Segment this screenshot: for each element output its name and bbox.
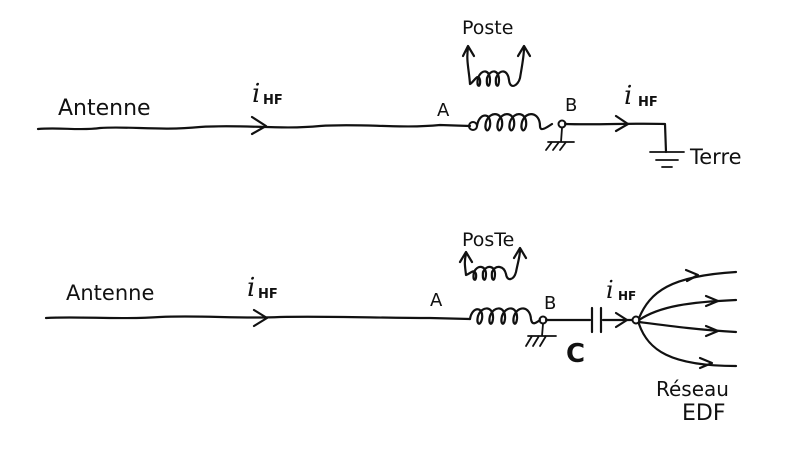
top-poste-arrow-right: [516, 44, 532, 58]
bottom-antenna-label: Antenne: [66, 281, 154, 305]
top-receiver-label: Poste: [462, 17, 513, 39]
bottom-current-sub: HF: [258, 287, 278, 302]
bottom-poste-coil: [463, 248, 522, 281]
top-ground-label: Terre: [689, 145, 742, 169]
bottom-right-arrow: [614, 311, 629, 329]
top-antenna-label: Antenne: [58, 96, 151, 121]
top-node-a-label: A: [437, 100, 450, 121]
bottom-capacitor-label: C: [566, 339, 585, 369]
bottom-current-arrow: [252, 308, 269, 328]
bottom-antenna-wire: [44, 315, 472, 321]
top-right-current-label: i: [624, 81, 632, 111]
top-earth-symbol: [649, 151, 685, 168]
top-b-ground: [545, 127, 575, 151]
bottom-node-b-label: B: [544, 293, 556, 314]
top-current-sub: HF: [263, 93, 283, 108]
top-poste-coil: [466, 46, 526, 87]
bottom-network-label-line2: EDF: [682, 401, 726, 426]
top-current-label: i: [252, 79, 260, 109]
bottom-coil: [468, 307, 542, 325]
top-circuit: [36, 44, 685, 168]
top-right-wire: [563, 122, 668, 154]
top-coil: [475, 113, 554, 132]
bottom-current-label: i: [247, 273, 255, 303]
bottom-network-lines: [637, 270, 738, 368]
bottom-node-a-label: A: [430, 290, 443, 311]
top-node-b-label: B: [565, 95, 577, 116]
bottom-receiver-label: PosTe: [462, 229, 514, 251]
bottom-circuit: [44, 246, 738, 370]
top-right-current-sub: HF: [638, 95, 658, 110]
bottom-poste-arrow-left: [458, 250, 474, 264]
bottom-capacitor: [590, 306, 603, 334]
top-right-arrow: [614, 114, 630, 133]
bottom-right-current-label: i: [606, 276, 614, 304]
bottom-b-ground: [525, 323, 557, 347]
bottom-network-arrows: [684, 268, 720, 370]
top-poste-arrow-left: [461, 44, 476, 58]
bottom-right-current-sub: HF: [618, 289, 636, 303]
top-current-arrow: [250, 115, 268, 136]
top-antenna-wire: [36, 123, 472, 131]
bottom-network-label-line1: Réseau: [656, 377, 729, 401]
bottom-poste-arrow-right: [512, 246, 528, 260]
